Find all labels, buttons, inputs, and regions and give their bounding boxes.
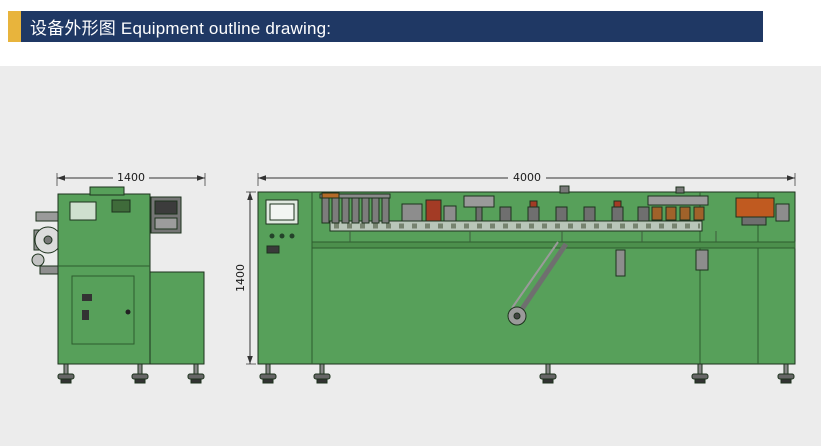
conveyor-rail xyxy=(329,220,703,232)
body-panel-details xyxy=(58,199,150,345)
right-machine-feet xyxy=(259,363,795,384)
left-machine-feet xyxy=(57,363,205,384)
header-accent-block xyxy=(8,11,21,42)
left-machine-drawing xyxy=(31,186,205,384)
under-table-components xyxy=(615,249,709,277)
control-screen xyxy=(265,199,299,225)
filling-heads xyxy=(647,195,709,221)
discharge-unit xyxy=(735,197,790,226)
drawing-area: 1400 4000 1400 xyxy=(0,66,821,446)
film-roll-assembly xyxy=(31,211,69,275)
swing-arm xyxy=(507,241,569,326)
dimension-label-left-machine-width: 1400 xyxy=(117,171,145,184)
dimension-label-right-machine-height: 1400 xyxy=(234,264,247,292)
right-machine-drawing xyxy=(257,185,796,384)
drive-unit xyxy=(150,196,182,234)
equipment-outline-drawing: 1400 4000 1400 xyxy=(31,171,796,384)
bag-magazine xyxy=(319,192,391,224)
page-header: 设备外形图 Equipment outline drawing: xyxy=(8,11,763,42)
dimension-right-machine-width: 4000 xyxy=(257,171,796,186)
header-title-bar: 设备外形图 Equipment outline drawing: xyxy=(21,11,763,42)
dimension-left-machine-width: 1400 xyxy=(56,171,206,186)
dimension-right-machine-height: 1400 xyxy=(234,191,256,365)
dimension-label-right-machine-width: 4000 xyxy=(513,171,541,184)
work-stations xyxy=(349,185,717,242)
page-title: 设备外形图 Equipment outline drawing: xyxy=(30,19,332,38)
control-buttons xyxy=(266,233,295,254)
